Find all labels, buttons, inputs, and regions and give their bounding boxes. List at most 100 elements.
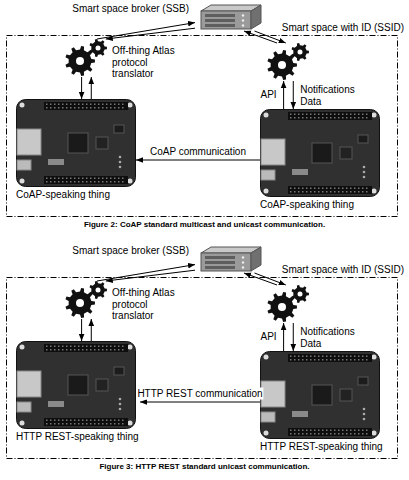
connector-arrow (293, 81, 294, 109)
header-pin (298, 114, 300, 116)
header-pin (354, 191, 356, 193)
header-pin (50, 104, 52, 106)
board-thing: CoAP-speaking thing (260, 109, 380, 211)
header-pin (82, 346, 84, 348)
header-pin (86, 104, 88, 106)
mount-hole (264, 189, 269, 194)
header-pin (78, 104, 80, 106)
header-pin (114, 104, 116, 106)
led (363, 413, 366, 416)
connector-arrow (91, 77, 92, 99)
header-pin (366, 117, 368, 119)
header-pin (302, 188, 304, 190)
server-side (251, 247, 261, 271)
translator-gears (266, 43, 310, 81)
header-pin (62, 104, 64, 106)
header-pin (366, 359, 368, 361)
header-pin (70, 423, 72, 425)
header-pin (318, 359, 320, 361)
header-pin (314, 359, 316, 361)
small-chip (292, 169, 308, 175)
header-pin (70, 346, 72, 348)
header-pin (350, 191, 352, 193)
header-pin (342, 359, 344, 361)
mount-hole (20, 179, 25, 184)
header-pin (290, 430, 292, 432)
header-pin (66, 107, 68, 109)
led (363, 176, 366, 179)
header-pin (102, 104, 104, 106)
header-pin (350, 188, 352, 190)
figure-caption: Figure 2: CoAP standard multicast and un… (0, 220, 409, 230)
header-pin (114, 346, 116, 348)
led (119, 398, 122, 401)
header-pin (78, 349, 80, 351)
header-pin (110, 104, 112, 106)
dashed-border (7, 36, 398, 217)
pcb (261, 352, 380, 439)
header-pin (50, 181, 52, 183)
usb-port (17, 160, 31, 170)
header-pin (346, 433, 348, 435)
mount-hole (264, 113, 269, 118)
processor-chip (68, 375, 88, 395)
header-pin (334, 191, 336, 193)
header-pin (74, 423, 76, 425)
header-pin (118, 178, 120, 180)
connector-arrow (91, 319, 92, 341)
header-pin (358, 356, 360, 358)
small-chip (114, 125, 124, 133)
header-pin (318, 356, 320, 358)
header-pin (306, 188, 308, 190)
header-pin (106, 107, 108, 109)
ethernet-jack (261, 139, 285, 165)
gear-hole (298, 292, 303, 297)
thing-label: HTTP REST-speaking thing (260, 441, 383, 453)
header-pin (82, 104, 84, 106)
header-pin (94, 178, 96, 180)
drive-bay (205, 14, 235, 17)
header-pin (342, 430, 344, 432)
header-pin (102, 181, 104, 183)
header-pin (362, 430, 364, 432)
header-pin (350, 359, 352, 361)
header-pin (306, 356, 308, 358)
header-pin (110, 420, 112, 422)
header-pin (302, 430, 304, 432)
memory-chip (340, 147, 352, 159)
header-pin (114, 349, 116, 351)
header-pin (54, 181, 56, 183)
header-pin (310, 117, 312, 119)
header-pin (46, 104, 48, 106)
header-pin (298, 433, 300, 435)
header-pin (114, 107, 116, 109)
gear-small (291, 43, 308, 61)
gear-hole (76, 299, 84, 307)
header-pin (346, 359, 348, 361)
header-pin (94, 104, 96, 106)
header-pin (310, 359, 312, 361)
header-pin (342, 191, 344, 193)
header-pin (298, 430, 300, 432)
header-pin (334, 359, 336, 361)
ethernet-jack (17, 129, 41, 155)
header-pin (50, 178, 52, 180)
translator-label: Off-thing Atlas protocol translator (112, 45, 176, 80)
header-pin (314, 356, 316, 358)
header-pin (62, 346, 64, 348)
header-pin (110, 178, 112, 180)
connector-arrow (81, 77, 82, 99)
header-pin (306, 430, 308, 432)
space-label: Smart space with ID (SSID) (282, 22, 404, 34)
header-pin (74, 107, 76, 109)
header-pin (90, 423, 92, 425)
header-pin (82, 107, 84, 109)
gear-hole (76, 57, 84, 65)
header-pin (330, 356, 332, 358)
header-pin (326, 188, 328, 190)
header-pin (90, 107, 92, 109)
header-pin (326, 117, 328, 119)
pin-header (288, 354, 372, 362)
header-pin (94, 423, 96, 425)
header-pin (310, 430, 312, 432)
